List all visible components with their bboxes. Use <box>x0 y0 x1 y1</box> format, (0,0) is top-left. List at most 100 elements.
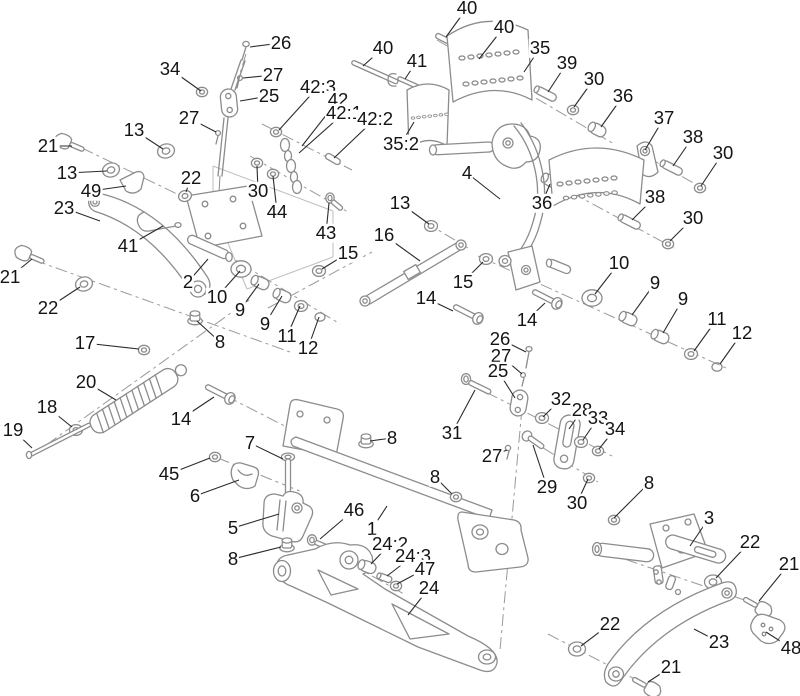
callout-7: 7 <box>243 431 257 453</box>
callout-8: 8 <box>385 426 399 448</box>
callout-12: 12 <box>730 321 754 343</box>
callout-26: 26 <box>269 31 293 53</box>
clip-49 <box>119 170 145 194</box>
callout-11: 11 <box>706 307 728 329</box>
leader-line-8 <box>232 546 282 560</box>
callout-42:2: 42:2 <box>355 107 395 129</box>
leader-line-5 <box>232 513 280 529</box>
callout-33: 33 <box>586 406 610 428</box>
callout-34: 34 <box>603 417 627 439</box>
callout-35: 35 <box>528 36 552 58</box>
callout-19: 19 <box>1 418 25 440</box>
callout-13: 13 <box>55 161 79 183</box>
callout-8: 8 <box>213 330 227 352</box>
callout-15: 15 <box>336 241 360 263</box>
bolt-29 <box>521 430 545 450</box>
callout-9: 9 <box>676 287 690 309</box>
callout-20: 20 <box>74 370 98 392</box>
callout-47: 47 <box>413 557 437 579</box>
tie-rod-16-group <box>311 219 565 327</box>
pedal-pivot-casting <box>491 123 541 169</box>
callout-44: 44 <box>265 200 289 222</box>
callout-6: 6 <box>188 484 202 506</box>
spring-group <box>25 344 238 460</box>
callout-5: 5 <box>226 516 240 538</box>
callout-17: 17 <box>73 331 97 353</box>
callout-37: 37 <box>652 106 676 128</box>
callout-10: 10 <box>607 251 631 273</box>
callout-38: 38 <box>681 125 705 147</box>
callout-22: 22 <box>598 612 622 634</box>
callout-13: 13 <box>388 191 412 213</box>
lift-arm-23-right-group <box>567 574 786 696</box>
carrier-group <box>208 433 374 553</box>
callout-31: 31 <box>440 421 464 443</box>
callout-25: 25 <box>486 359 510 381</box>
callout-45: 45 <box>157 462 181 484</box>
callout-40: 40 <box>371 36 395 58</box>
callout-10: 10 <box>205 285 229 307</box>
callout-29: 29 <box>535 475 559 497</box>
callout-14: 14 <box>169 407 193 429</box>
callout-25: 25 <box>257 84 281 106</box>
bolt-31 <box>460 372 492 395</box>
callout-30: 30 <box>565 491 589 513</box>
plate-28 <box>553 414 581 470</box>
callout-41: 41 <box>116 234 140 256</box>
callout-36: 36 <box>530 191 554 213</box>
callout-8: 8 <box>226 547 240 569</box>
pin-42-2 <box>324 152 341 166</box>
lower-arm-24-group <box>272 542 498 673</box>
callout-49: 49 <box>79 179 103 201</box>
callout-27: 27 <box>480 444 504 466</box>
bolt-43 <box>325 192 344 211</box>
callout-24: 24 <box>417 576 441 598</box>
callout-43: 43 <box>314 221 338 243</box>
callout-30: 30 <box>681 206 705 228</box>
clip-48 <box>750 613 786 645</box>
leader-line-6 <box>194 479 240 497</box>
callout-46: 46 <box>342 498 366 520</box>
callout-12: 12 <box>296 336 320 358</box>
callout-35:2: 35:2 <box>381 132 421 154</box>
callout-23: 23 <box>707 630 731 652</box>
lever-assembly-3-group <box>591 513 727 596</box>
callout-21: 21 <box>659 655 683 677</box>
chain-42-group <box>250 126 344 211</box>
callout-9: 9 <box>258 312 272 334</box>
callout-11: 11 <box>276 324 298 346</box>
callout-32: 32 <box>549 387 573 409</box>
lift-arm-23 <box>603 581 737 687</box>
callout-3: 3 <box>702 506 716 528</box>
callout-8: 8 <box>428 465 442 487</box>
callout-42:1: 42:1 <box>324 101 364 123</box>
callout-27: 27 <box>177 106 201 128</box>
callout-39: 39 <box>555 51 579 73</box>
callout-15: 15 <box>451 270 475 292</box>
callout-30: 30 <box>582 67 606 89</box>
callout-40: 40 <box>492 15 516 37</box>
callout-34: 34 <box>158 57 182 79</box>
callout-40: 40 <box>455 0 479 18</box>
callout-21: 21 <box>0 265 22 287</box>
callout-9: 9 <box>648 271 662 293</box>
callout-38: 38 <box>643 185 667 207</box>
callout-21: 21 <box>36 134 60 156</box>
rear-link-group <box>460 345 605 484</box>
callout-14: 14 <box>414 286 438 308</box>
callout-48: 48 <box>779 638 800 658</box>
callout-4: 4 <box>460 161 474 183</box>
callout-27: 27 <box>261 63 285 85</box>
callout-22: 22 <box>179 166 203 188</box>
hook-rod-41 <box>136 211 177 232</box>
callout-21: 21 <box>777 552 800 574</box>
callout-1: 1 <box>365 517 379 539</box>
lift-arm-23-left-group <box>11 130 211 326</box>
callout-26: 26 <box>488 327 512 349</box>
callout-2: 2 <box>181 270 195 292</box>
spring-20 <box>89 364 188 434</box>
callout-30: 30 <box>711 141 735 163</box>
callout-9: 9 <box>233 298 247 320</box>
callout-30: 30 <box>246 179 270 201</box>
